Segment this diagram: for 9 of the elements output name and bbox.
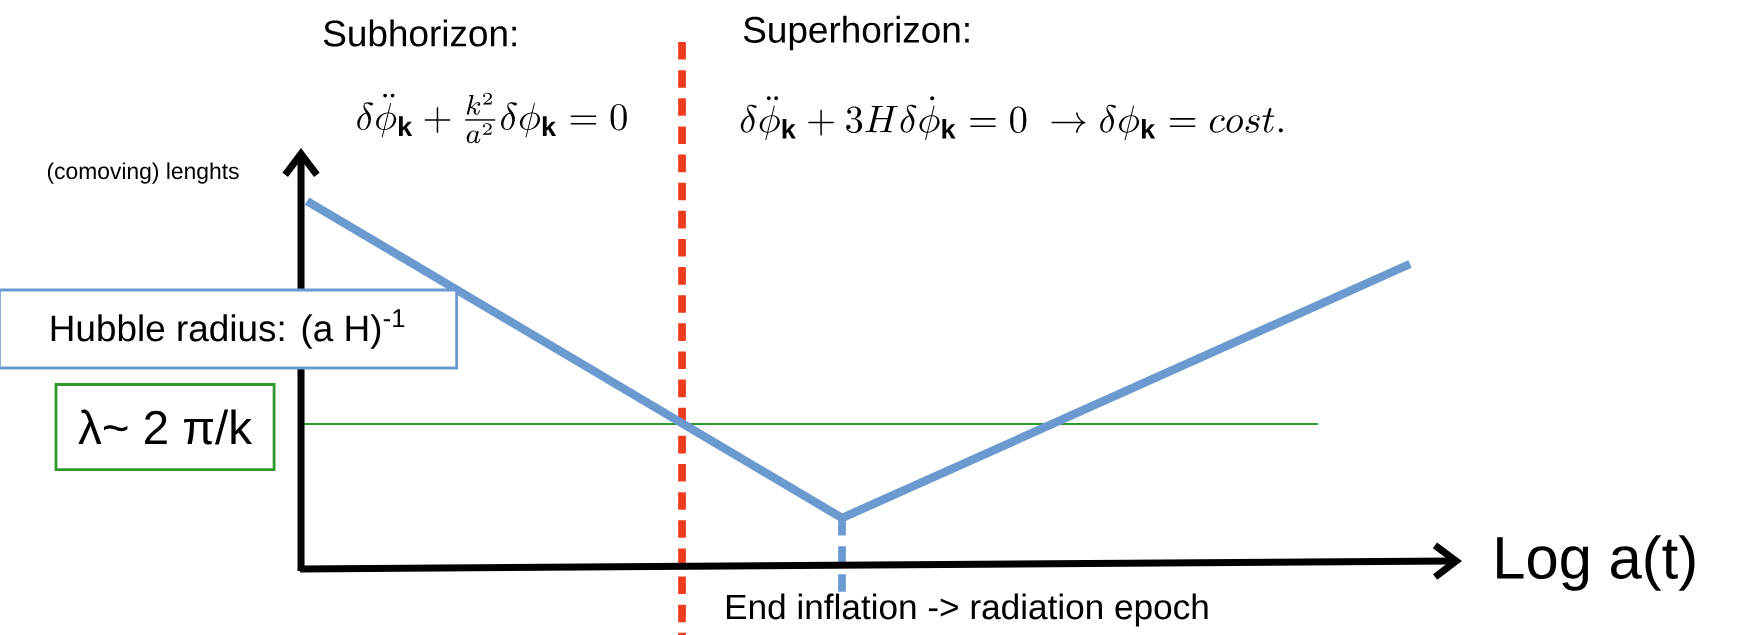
hubble-radius-box: Hubble radius: (a H)$^{-1}$ — [0, 288, 459, 370]
heading: Superhorizon: — [743, 15, 969, 51]
axis-label: Log a(t) — [1497, 535, 1695, 591]
heading: Subhorizon: — [323, 19, 516, 47]
axis-label: (comoving) lenghts — [47, 162, 239, 184]
wavelength-box: λ~ 2 π/k — [54, 383, 276, 471]
equation: $\delta\ddot{\phi}_{\mathbf{k}}+3H\delta\dot{\phi}_{\mathbf{k}}=0\ \rightarrow\delta\phi_{\mathbf{k}}=cost.$ — [740, 96, 1283, 141]
annotation: End inflation -> radiation epoch — [726, 593, 1208, 627]
equation: $\delta\ddot{\phi}_{\mathbf{k}}+\frac{k^2}{a^2}\delta\phi_{\mathbf{k}}=0$ — [357, 92, 627, 144]
